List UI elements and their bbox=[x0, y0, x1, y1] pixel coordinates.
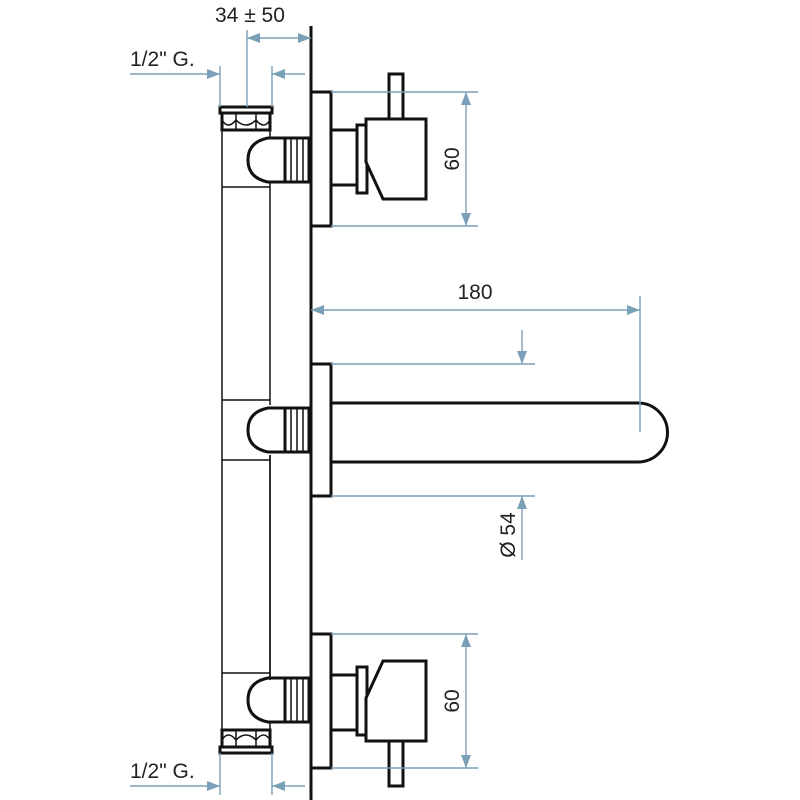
handle-bottom-height-label: 60 bbox=[441, 689, 464, 712]
spout-assembly bbox=[222, 362, 669, 680]
dimension-wall-offset: 34 ± 50 bbox=[215, 4, 311, 107]
wall-offset-label: 34 ± 50 bbox=[215, 4, 285, 27]
dimension-spout-diameter: Ø 54 bbox=[331, 330, 535, 560]
handle-top-height-label: 60 bbox=[441, 147, 464, 170]
spout-length-label: 180 bbox=[457, 281, 492, 304]
dimension-thread-top: 1/2" G. bbox=[130, 48, 305, 107]
thread-top-label: 1/2" G. bbox=[130, 48, 195, 71]
dimension-handle-top: 60 bbox=[331, 91, 478, 227]
thread-bottom-label: 1/2" G. bbox=[130, 760, 195, 783]
spout-diameter-label: Ø 54 bbox=[497, 512, 520, 558]
dimension-thread-bottom: 1/2" G. bbox=[130, 753, 305, 795]
dimension-handle-bottom: 60 bbox=[331, 633, 478, 769]
dimension-spout-length: 180 bbox=[311, 281, 641, 432]
